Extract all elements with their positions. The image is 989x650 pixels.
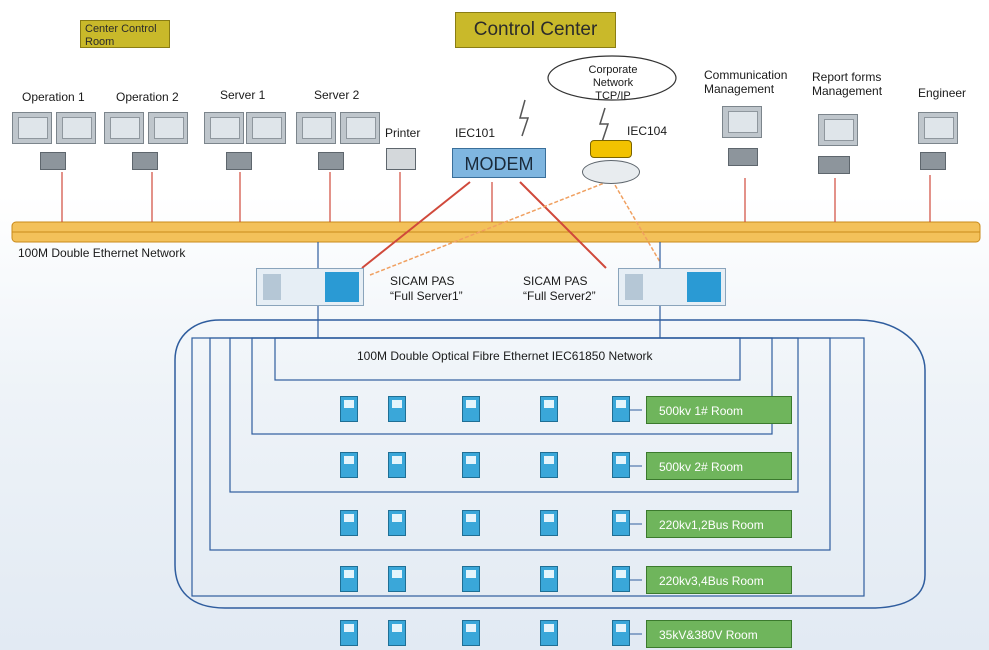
monitor-icon [722,106,762,138]
monitor-icon [918,112,958,144]
server-drops [317,242,661,338]
modem-antenna-icon [519,99,530,137]
corporate-network-bubble [547,55,677,101]
monitor-icon [12,112,52,144]
monitor-icon [204,112,244,144]
ied-device-icon [462,566,480,592]
monitor-icon [340,112,380,144]
room-220kv-34: 220kv3,4Bus Room [646,566,792,594]
ied-device-icon [388,396,406,422]
monitor-icon [148,112,188,144]
ied-device-icon [388,452,406,478]
ied-device-icon [340,510,358,536]
router-links [369,179,661,276]
ied-device-icon [612,566,630,592]
ied-device-icon [540,510,558,536]
modem-links [361,181,607,269]
computer-icon [40,152,66,170]
room-500kv-2: 500kv 2# Room [646,452,792,480]
server1-label: Server 1 [220,88,266,102]
computer-icon [226,152,252,170]
ied-device-icon [340,620,358,646]
ied-device-icon [540,452,558,478]
printer-label: Printer [385,126,421,140]
ied-device-icon [462,620,480,646]
ied-device-icon [388,566,406,592]
report-forms-management-label: Report forms Management [812,70,883,98]
computer-icon [920,152,946,170]
ied-device-icon [340,566,358,592]
corporate-network-label: Corporate Network TCP/IP [588,64,638,102]
ied-device-icon [540,620,558,646]
computer-icon [132,152,158,170]
iec104-label: IEC104 [627,124,668,138]
sicam-server1-rack [256,268,364,306]
fibre-network-label: 100M Double Optical Fibre Ethernet IEC61… [357,349,653,363]
ied-device-icon [612,510,630,536]
ied-device-icon [388,620,406,646]
sicam-server2-label: SICAM PAS“Full Server2” [523,274,596,303]
ied-device-icon [462,396,480,422]
sicam-server2-rack [618,268,726,306]
fibre-rings [191,337,865,597]
operation1-label: Operation 1 [22,90,85,104]
workstation-drops [61,172,931,222]
ied-device-icon [612,452,630,478]
center-control-room-label: Center Control Room [80,20,170,48]
operation2-label: Operation 2 [116,90,179,104]
router-icon [590,140,632,158]
computer-icon [318,152,344,170]
printer-icon [386,148,416,170]
monitor-icon [296,112,336,144]
computer-icon [728,148,758,166]
monitor-icon [246,112,286,144]
ied-device-icon [612,396,630,422]
monitor-icon [104,112,144,144]
router-antenna-icon [598,107,610,143]
control-center-title: Control Center [455,12,616,48]
ied-device-icon [540,396,558,422]
server2-label: Server 2 [314,88,360,102]
ied-device-icon [462,452,480,478]
router-base-icon [582,160,640,184]
ethernet-network-label: 100M Double Ethernet Network [18,246,186,260]
ied-device-icon [388,510,406,536]
room-500kv-1: 500kv 1# Room [646,396,792,424]
ied-device-icon [340,452,358,478]
iec101-label: IEC101 [455,126,496,140]
engineer-label: Engineer [918,86,967,100]
room-35kv-380v: 35kV&380V Room [646,620,792,648]
fibre-loop [174,319,926,609]
computer-icon [818,156,850,174]
monitor-icon [818,114,858,146]
modem-box: MODEM [452,148,546,178]
ied-device-icon [340,396,358,422]
communication-management-label: Communication Management [704,68,788,96]
room-220kv-12: 220kv1,2Bus Room [646,510,792,538]
ied-device-icon [462,510,480,536]
ied-device-icon [540,566,558,592]
monitor-icon [56,112,96,144]
sicam-server1-label: SICAM PAS“Full Server1” [390,274,463,303]
ied-device-icon [612,620,630,646]
